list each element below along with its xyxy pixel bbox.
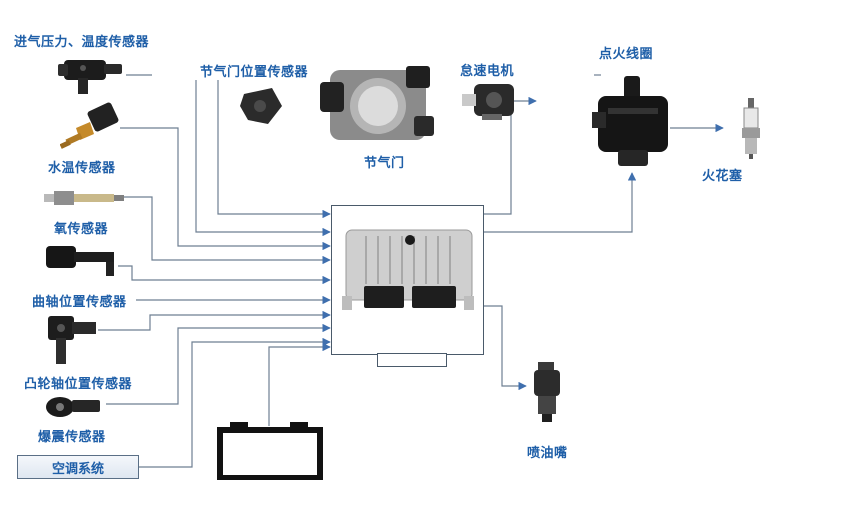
cam-sensor-icon xyxy=(48,316,96,364)
wire-ignition xyxy=(484,172,637,233)
label-throttle: 节气门 xyxy=(364,156,405,171)
wire-oxygen xyxy=(122,196,331,265)
label-water-temp-sensor: 水温传感器 xyxy=(48,161,116,176)
label-crank-sensor: 曲轴位置传感器 xyxy=(32,295,127,310)
wire-ac xyxy=(139,337,331,468)
ac-system-box: 空调系统 xyxy=(17,455,139,479)
wire-cam xyxy=(98,310,331,331)
label-knock-sensor: 爆震传感器 xyxy=(38,430,106,445)
throttle-body-icon xyxy=(320,66,434,140)
water-temp-sensor-icon xyxy=(60,102,119,149)
idle-motor-icon xyxy=(462,84,514,120)
intake-sensor-icon xyxy=(58,60,122,94)
spark-plug-icon xyxy=(742,98,760,159)
wire-throttle xyxy=(217,80,331,219)
label-idle-motor: 怠速电机 xyxy=(460,64,515,79)
label-injector: 喷油嘴 xyxy=(527,446,568,461)
battery-icon xyxy=(217,422,323,480)
label-cam-sensor: 凸轮轴位置传感器 xyxy=(24,377,133,392)
ignition-coil-icon xyxy=(592,76,668,166)
throttle-position-sensor-icon xyxy=(240,88,282,124)
wire-idle-motor xyxy=(484,96,537,215)
wire-injector xyxy=(484,305,527,391)
label-intake-sensor: 进气压力、温度传感器 xyxy=(14,35,150,50)
ecu-icon xyxy=(342,229,474,310)
knock-sensor-icon xyxy=(46,397,100,417)
wire-tps xyxy=(195,80,331,237)
label-ignition-coil: 点火线圈 xyxy=(599,47,654,62)
label-throttle-position-sensor: 节气门位置传感器 xyxy=(200,65,309,80)
wire-knock xyxy=(106,323,331,405)
wire-water-temp xyxy=(120,127,331,251)
label-oxygen-sensor: 氧传感器 xyxy=(54,222,109,237)
ecu-tab xyxy=(377,353,447,367)
wire-battery xyxy=(268,342,331,426)
label-ac-system: 空调系统 xyxy=(51,461,104,477)
label-spark-plug: 火花塞 xyxy=(702,169,743,184)
injector-icon xyxy=(534,362,560,422)
crank-sensor-icon xyxy=(46,246,114,276)
wire-crank xyxy=(118,265,331,285)
oxygen-sensor-icon xyxy=(44,191,124,205)
